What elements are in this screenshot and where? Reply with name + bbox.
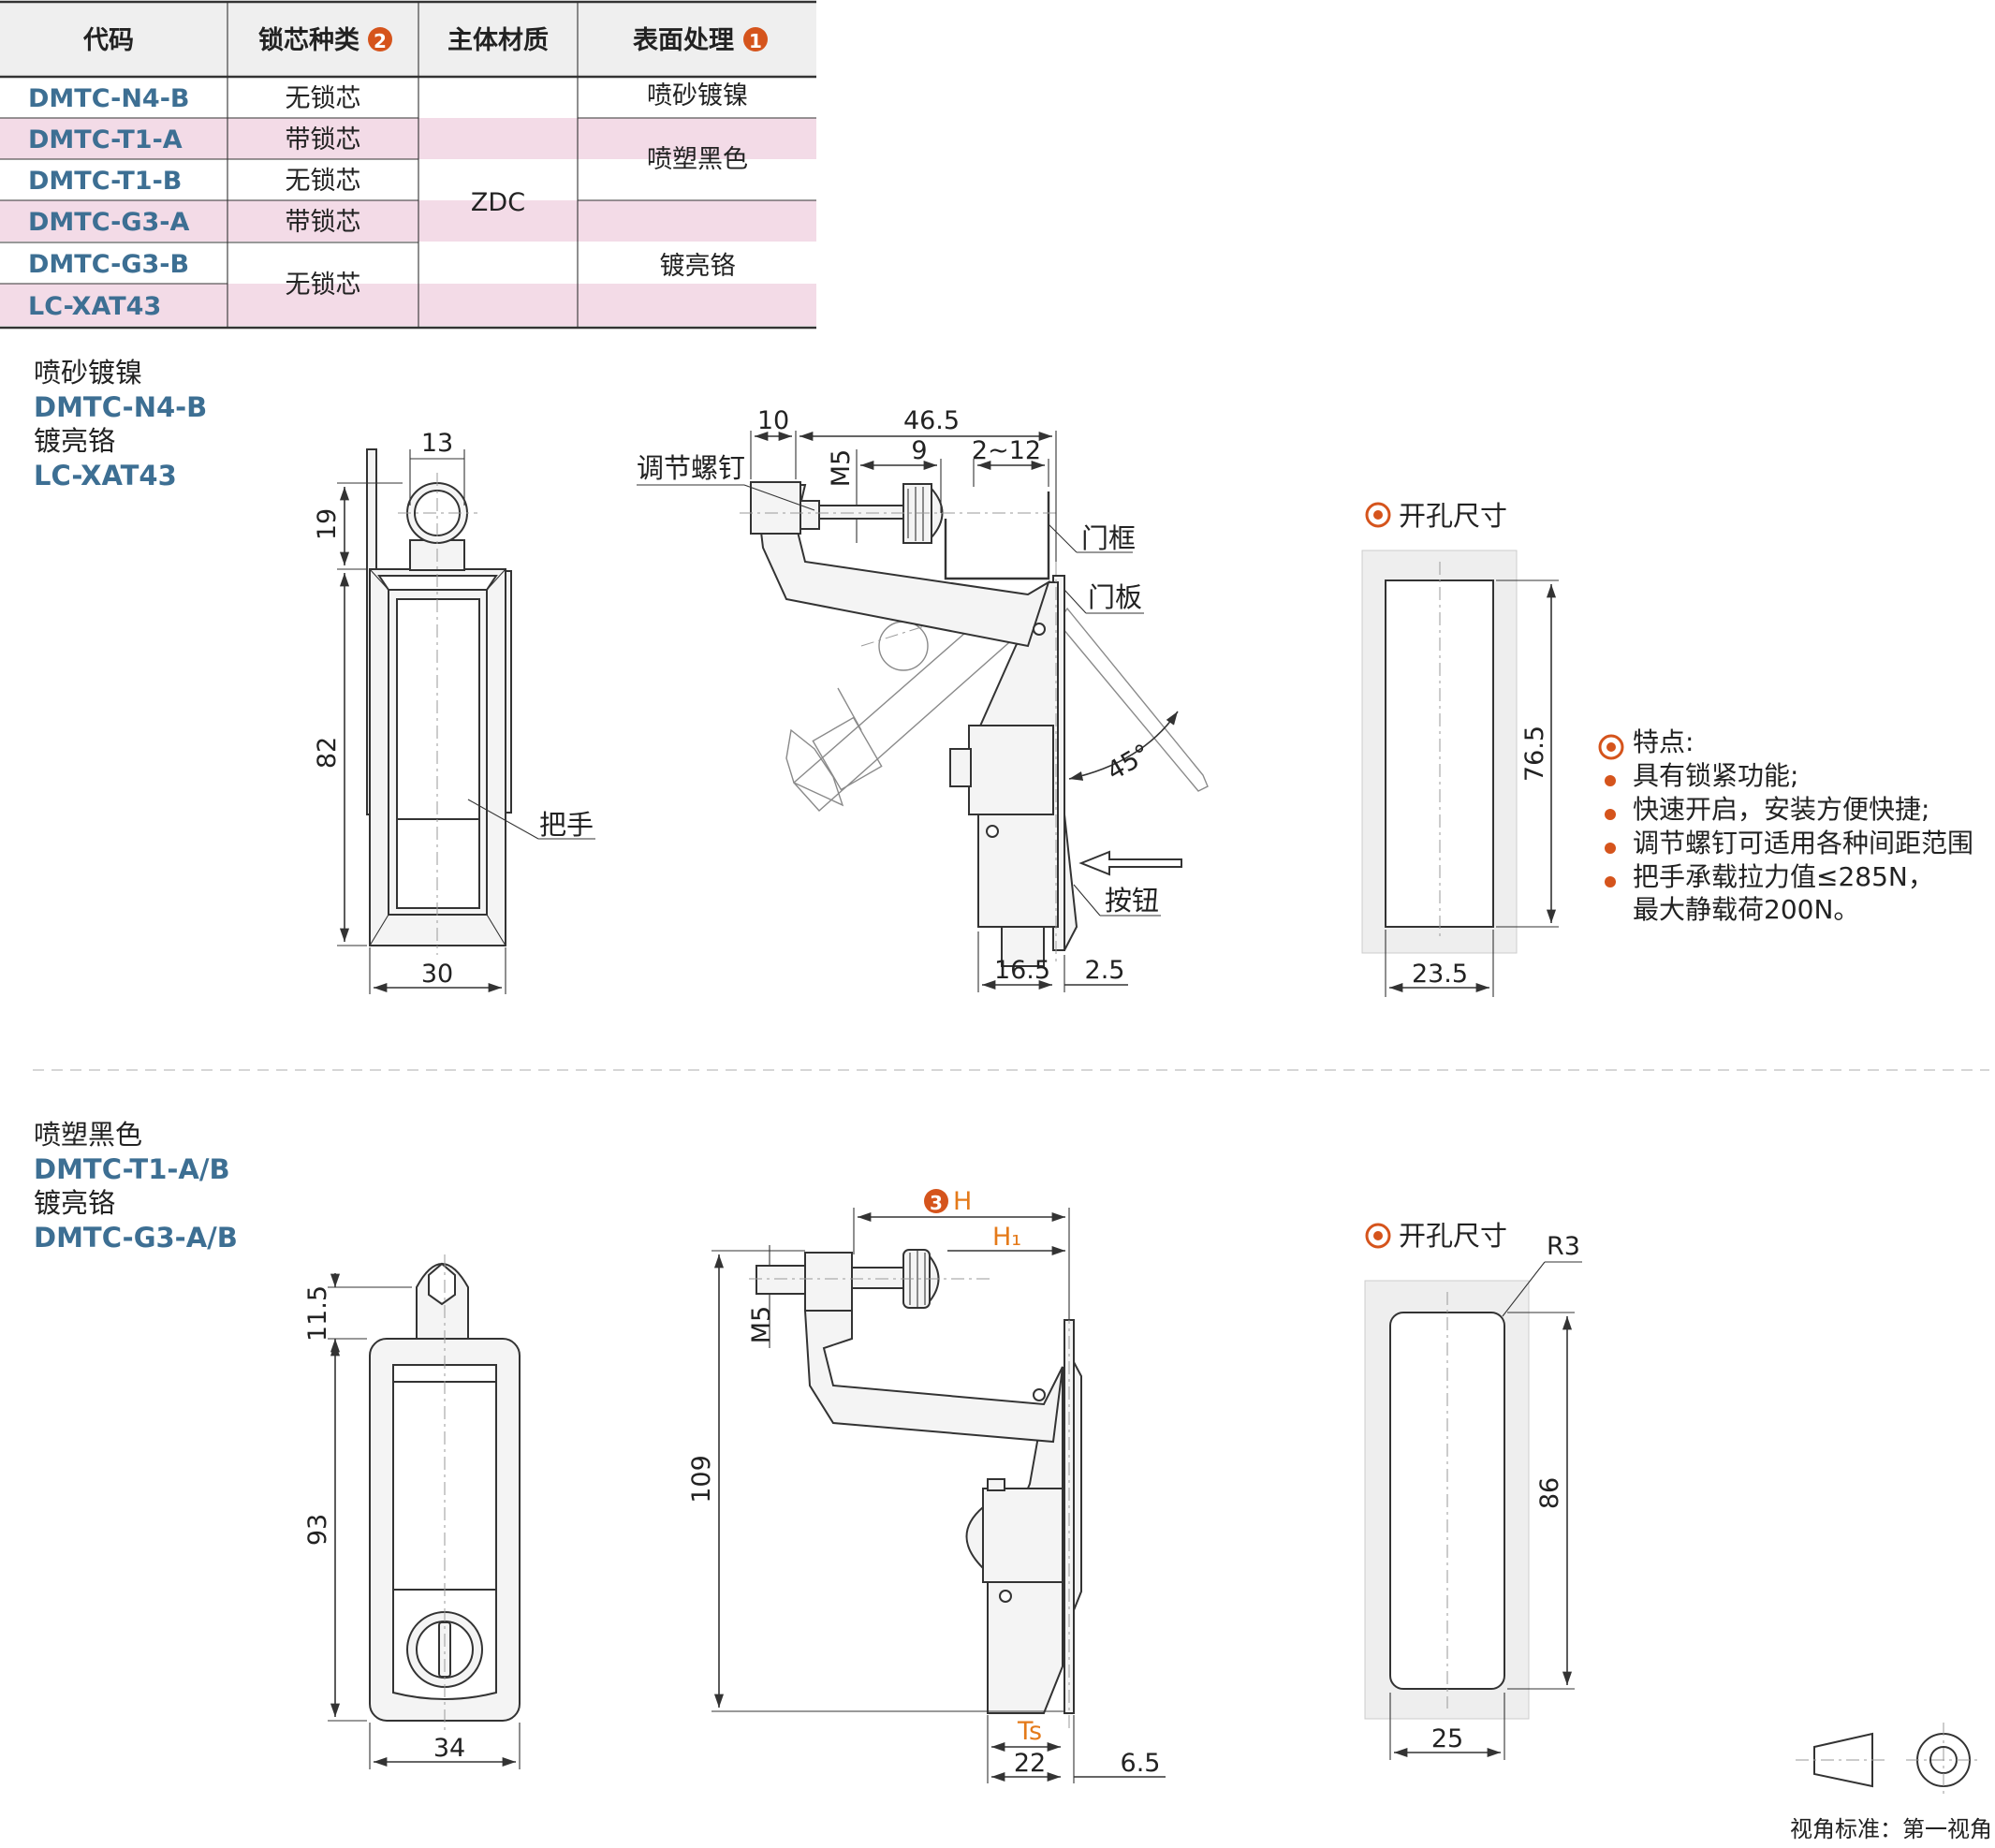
dim-h: H	[953, 1187, 972, 1216]
section2-legend: 喷塑黑色 DMTC-T1-A/B 镀亮铬 DMTC-G3-A/B	[34, 1119, 238, 1254]
row-lock: 带锁芯	[286, 208, 361, 237]
feature-item: 把手承载拉力值≤285N，	[1633, 861, 1934, 892]
cutout-title: 开孔尺寸	[1399, 1220, 1507, 1252]
model-code: LC-XAT43	[34, 460, 177, 491]
header-surface: 表面处理	[633, 26, 734, 55]
model-code: DMTC-G3-A/B	[34, 1222, 238, 1254]
header-material: 主体材质	[447, 26, 549, 55]
cutout-height: 76.5	[1520, 726, 1549, 782]
finish-label: 喷砂镀镍	[34, 357, 142, 389]
dim-16-5: 16.5	[994, 956, 1050, 985]
feature-continuation: 最大静载荷200N。	[1633, 894, 1859, 925]
dim-10: 10	[757, 406, 789, 435]
surface-3: 镀亮铬	[660, 252, 736, 281]
surface-2: 喷塑黑色	[647, 145, 748, 174]
features-title: 特点:	[1633, 726, 1694, 757]
dim-width: 30	[421, 960, 453, 989]
dim-range: 2~12	[972, 436, 1041, 465]
dim-top-height: 11.5	[303, 1285, 332, 1342]
cutout-2: 开孔尺寸 R3 86 25	[1364, 1220, 1582, 1760]
cutout-width: 23.5	[1412, 960, 1468, 989]
target-icon	[1365, 1223, 1391, 1249]
bullet-icon	[1605, 775, 1616, 786]
dim-top-width: 13	[421, 429, 453, 458]
feature-item: 快速开启，安装方便快捷;	[1633, 794, 1929, 825]
model-code: DMTC-T1-A/B	[34, 1153, 230, 1185]
side-view-2: 3 H H₁ M5 109 Ts 22 6.5	[687, 1187, 1166, 1783]
cutout-radius: R3	[1547, 1232, 1580, 1261]
row-lock: 带锁芯	[286, 125, 361, 154]
row-code: DMTC-G3-B	[28, 250, 189, 279]
finish-label: 喷塑黑色	[34, 1119, 142, 1151]
material-zdc: ZDC	[471, 188, 525, 217]
merged-lock: 无锁芯	[286, 271, 361, 300]
dim-6-5: 6.5	[1121, 1749, 1161, 1778]
cutout-width: 25	[1431, 1724, 1463, 1753]
badge-1-number: 1	[749, 30, 762, 52]
dim-width: 34	[433, 1734, 465, 1763]
front-view-1: 13 19 82 30 把手	[313, 429, 595, 994]
row-code: DMTC-G3-A	[28, 208, 189, 237]
front-view-2: 11.5 93 34	[303, 1254, 521, 1769]
cutout-title: 开孔尺寸	[1399, 500, 1507, 532]
panel-label: 门板	[1088, 581, 1142, 613]
dim-top-height: 19	[313, 508, 342, 540]
bullet-icon	[1605, 876, 1616, 887]
dim-22: 22	[1014, 1749, 1046, 1778]
row-code: DMTC-T1-A	[28, 125, 183, 154]
row-lock: 无锁芯	[286, 167, 361, 196]
header-lock-type: 锁芯种类	[258, 25, 359, 55]
dim-h1: H₁	[992, 1223, 1021, 1252]
row-code: DMTC-T1-B	[28, 167, 182, 196]
dim-m5: M5	[827, 449, 856, 487]
header-code: 代码	[82, 26, 134, 55]
handle-label: 把手	[539, 809, 594, 841]
first-angle-projection-symbol: 视角标准：第一视角	[1790, 1723, 1992, 1842]
badge-3-number: 3	[930, 1192, 943, 1214]
angle-label: 45°	[1102, 739, 1155, 786]
dim-2-5: 2.5	[1085, 956, 1125, 985]
dim-m5: M5	[747, 1306, 776, 1343]
button-label: 按钮	[1105, 885, 1159, 917]
target-icon	[1598, 734, 1624, 760]
dim-height: 93	[303, 1514, 332, 1546]
target-icon	[1365, 502, 1391, 528]
table-row-pink-4	[0, 200, 816, 242]
screw-label: 调节螺钉	[637, 452, 745, 484]
badge-3-icon	[924, 1189, 948, 1213]
table-row-pink-6	[0, 284, 816, 326]
dim-height: 82	[313, 737, 342, 769]
finish-label: 镀亮铬	[34, 425, 115, 457]
side-view-1: 10 46.5 M5 9 2~12 调节螺钉 门框 门板 45° 按钮 16.5…	[637, 406, 1209, 992]
badge-2-icon	[368, 27, 392, 51]
badge-2-number: 2	[374, 30, 387, 52]
finish-label: 镀亮铬	[34, 1187, 115, 1219]
dim-109: 109	[687, 1455, 716, 1503]
dim-ts: Ts	[1017, 1717, 1042, 1746]
feature-item: 调节螺钉可适用各种间距范围	[1633, 828, 1973, 858]
dim-46-5: 46.5	[903, 406, 960, 435]
cutout-height: 86	[1535, 1477, 1564, 1509]
dim-9: 9	[911, 436, 927, 465]
row-code: DMTC-N4-B	[28, 84, 190, 113]
cutout-1: 开孔尺寸 76.5 23.5	[1361, 500, 1559, 997]
row-code: LC-XAT43	[28, 292, 161, 321]
frame-label: 门框	[1081, 522, 1136, 554]
row-lock: 无锁芯	[286, 84, 361, 113]
features: 特点: 具有锁紧功能; 快速开启，安装方便快捷; 调节螺钉可适用各种间距范围 把…	[1598, 726, 1973, 925]
badge-1-icon	[743, 27, 768, 51]
surface-1: 喷砂镀镍	[647, 81, 748, 110]
spec-table: 代码 锁芯种类 2 主体材质 表面处理 1 DMTC-N4-B DMTC-T1-…	[0, 0, 816, 330]
feature-item: 具有锁紧功能;	[1633, 760, 1798, 791]
bullet-icon	[1605, 809, 1616, 820]
model-code: DMTC-N4-B	[34, 391, 207, 423]
table-row-pink-2	[0, 118, 816, 159]
section1-legend: 喷砂镀镍 DMTC-N4-B 镀亮铬 LC-XAT43	[34, 357, 207, 491]
bullet-icon	[1605, 843, 1616, 854]
view-standard-label: 视角标准：第一视角	[1790, 1816, 1992, 1842]
table-header-background	[0, 2, 816, 77]
